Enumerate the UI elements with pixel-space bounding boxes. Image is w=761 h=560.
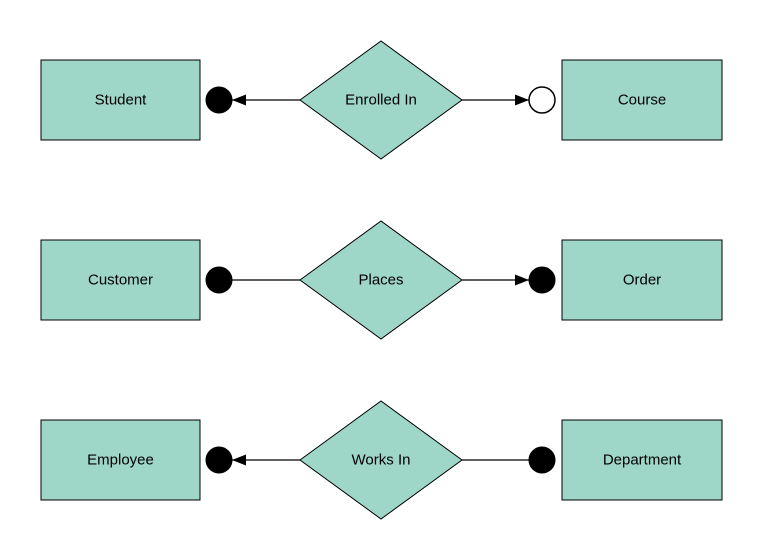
entity-course[interactable]	[561, 59, 723, 141]
arrowhead-left-icon	[232, 94, 246, 106]
relationship-places-label: Places	[358, 272, 403, 289]
arrowhead-right-icon	[515, 274, 529, 286]
relationship-works-in-label: Works In	[352, 452, 411, 469]
terminal-filled-circle	[528, 446, 556, 474]
entity-student-label: Student	[95, 92, 148, 109]
relationship-row-customer-order: Customer Places Order	[40, 220, 723, 340]
arrowhead-right-icon	[515, 94, 529, 106]
entity-employee-label: Employee	[87, 452, 154, 469]
terminal-filled-circle	[205, 86, 233, 114]
terminal-open-circle	[528, 86, 556, 114]
entity-customer[interactable]	[40, 239, 201, 321]
terminal-filled-circle	[528, 266, 556, 294]
arrowhead-left-icon	[232, 454, 246, 466]
entity-customer-label: Customer	[88, 272, 153, 289]
entity-order-label: Order	[623, 272, 661, 289]
terminal-filled-circle	[205, 266, 233, 294]
relationship-row-employee-department: Employee Works In Department	[40, 400, 723, 520]
relationship-row-student-course: Student Enrolled In Course	[40, 40, 723, 160]
entity-employee[interactable]	[40, 419, 201, 501]
entity-student[interactable]	[40, 59, 201, 141]
entity-department[interactable]	[561, 419, 723, 501]
entity-course-label: Course	[618, 92, 666, 109]
relationship-enrolled-in-label: Enrolled In	[345, 92, 417, 109]
entity-order[interactable]	[561, 239, 723, 321]
entity-department-label: Department	[603, 452, 682, 469]
terminal-filled-circle	[205, 446, 233, 474]
